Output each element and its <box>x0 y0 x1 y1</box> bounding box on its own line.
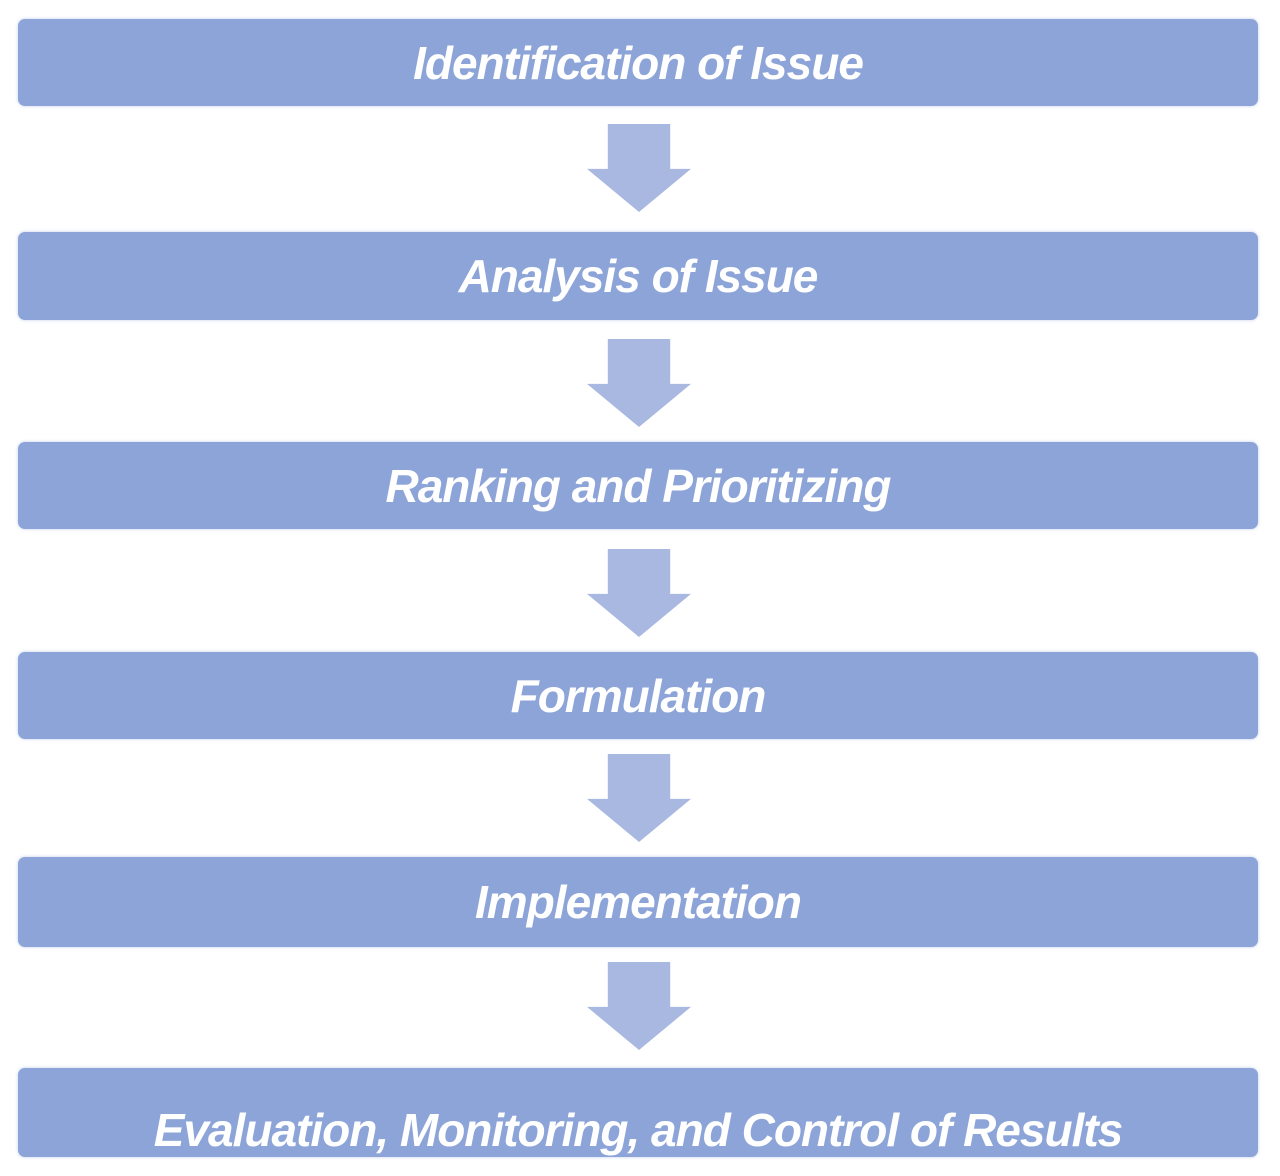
step-analysis-of-issue: Analysis of Issue <box>18 232 1258 320</box>
arrow-down-icon <box>587 549 691 637</box>
arrow-down-icon <box>587 339 691 427</box>
step-label: Implementation <box>475 876 802 928</box>
arrow-down-icon <box>587 962 691 1050</box>
step-ranking-and-prioritizing: Ranking and Prioritizing <box>18 442 1258 529</box>
step-identification-of-issue: Identification of Issue <box>18 19 1258 106</box>
arrow-down-icon <box>587 124 691 212</box>
step-evaluation-monitoring-control: Evaluation, Monitoring, and Control of R… <box>18 1068 1258 1157</box>
arrow-down-icon <box>587 754 691 842</box>
step-label: Identification of Issue <box>413 36 864 89</box>
step-formulation: Formulation <box>18 652 1258 739</box>
step-implementation: Implementation <box>18 857 1258 947</box>
step-label: Ranking and Prioritizing <box>385 459 891 512</box>
step-label: Evaluation, Monitoring, and Control of R… <box>153 1104 1124 1156</box>
step-label: Analysis of Issue <box>458 250 819 302</box>
step-label: Formulation <box>510 669 767 722</box>
